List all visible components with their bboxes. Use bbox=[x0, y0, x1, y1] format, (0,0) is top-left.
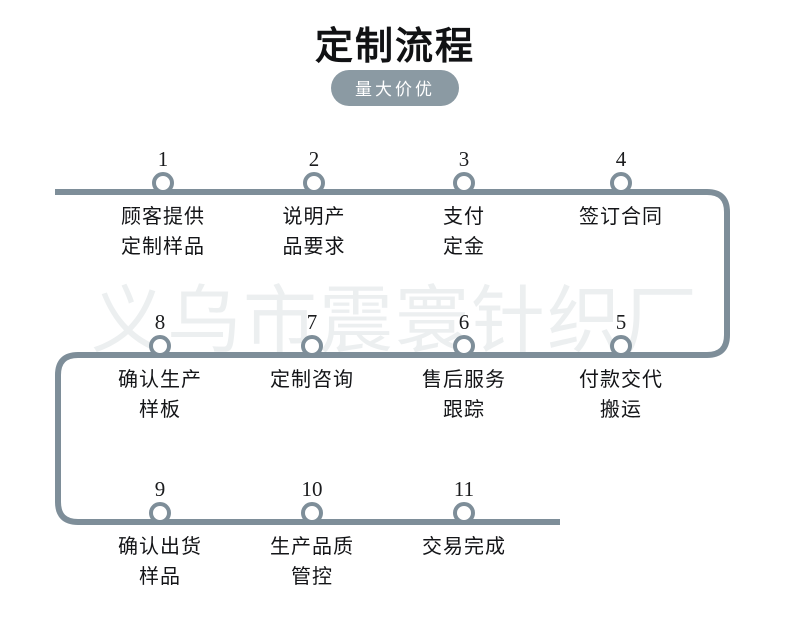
flow-step-dot-icon bbox=[453, 502, 475, 524]
flow-step-9[interactable]: 9 确认出货 样品 bbox=[80, 478, 240, 592]
flow-step-dot-icon bbox=[301, 502, 323, 524]
flow-step-10[interactable]: 10 生产品质 管控 bbox=[232, 478, 392, 592]
flow-step-8[interactable]: 8 确认生产 样板 bbox=[80, 311, 240, 425]
page-title: 定制流程 bbox=[314, 26, 475, 68]
flow-step-number: 9 bbox=[154, 477, 166, 501]
flow-step-number: 5 bbox=[615, 310, 627, 334]
flow-step-dot-icon bbox=[453, 172, 475, 194]
flow-step-label: 确认生产 样板 bbox=[118, 369, 202, 421]
flow-step-label: 顾客提供 定制样品 bbox=[121, 206, 205, 258]
flow-step-5[interactable]: 5 付款交代 搬运 bbox=[541, 311, 701, 425]
flow-step-7[interactable]: 7 定制咨询 bbox=[232, 311, 392, 395]
flow-step-6[interactable]: 6 售后服务 跟踪 bbox=[384, 311, 544, 425]
flow-step-label: 定制咨询 bbox=[270, 369, 354, 391]
flow-step-dot-icon bbox=[149, 335, 171, 357]
flow-step-number: 4 bbox=[615, 147, 627, 171]
flow-step-2[interactable]: 2 说明产 品要求 bbox=[234, 148, 394, 262]
flow-step-1[interactable]: 1 顾客提供 定制样品 bbox=[83, 148, 243, 262]
flow-step-number: 6 bbox=[458, 310, 470, 334]
flow-step-number: 11 bbox=[453, 477, 475, 501]
flow-step-number: 7 bbox=[306, 310, 318, 334]
flow-step-11[interactable]: 11 交易完成 bbox=[384, 478, 544, 562]
flow-step-dot-icon bbox=[149, 502, 171, 524]
flow-step-3[interactable]: 3 支付 定金 bbox=[384, 148, 544, 262]
flow-step-label: 签订合同 bbox=[579, 206, 663, 228]
flow-step-number: 8 bbox=[154, 310, 166, 334]
flow-step-dot-icon bbox=[301, 335, 323, 357]
flow-step-dot-icon bbox=[610, 172, 632, 194]
flow-step-dot-icon bbox=[610, 335, 632, 357]
flow-step-label: 售后服务 跟踪 bbox=[422, 369, 506, 421]
flow-step-number: 1 bbox=[157, 147, 169, 171]
flow-step-label: 说明产 品要求 bbox=[282, 206, 346, 258]
flow-step-label: 生产品质 管控 bbox=[270, 536, 354, 588]
flow-step-dot-icon bbox=[152, 172, 174, 194]
flow-step-label: 支付 定金 bbox=[443, 206, 485, 258]
flow-step-dot-icon bbox=[303, 172, 325, 194]
flow-step-label: 付款交代 搬运 bbox=[579, 369, 663, 421]
flow-step-label: 确认出货 样品 bbox=[118, 536, 202, 588]
flow-step-dot-icon bbox=[453, 335, 475, 357]
badge-container: 量大价优 bbox=[0, 70, 790, 106]
promo-badge: 量大价优 bbox=[331, 70, 459, 106]
flow-step-number: 10 bbox=[301, 477, 323, 501]
flow-step-label: 交易完成 bbox=[422, 536, 506, 558]
flow-step-4[interactable]: 4 签订合同 bbox=[541, 148, 701, 232]
flow-step-number: 2 bbox=[308, 147, 320, 171]
flow-step-number: 3 bbox=[458, 147, 470, 171]
